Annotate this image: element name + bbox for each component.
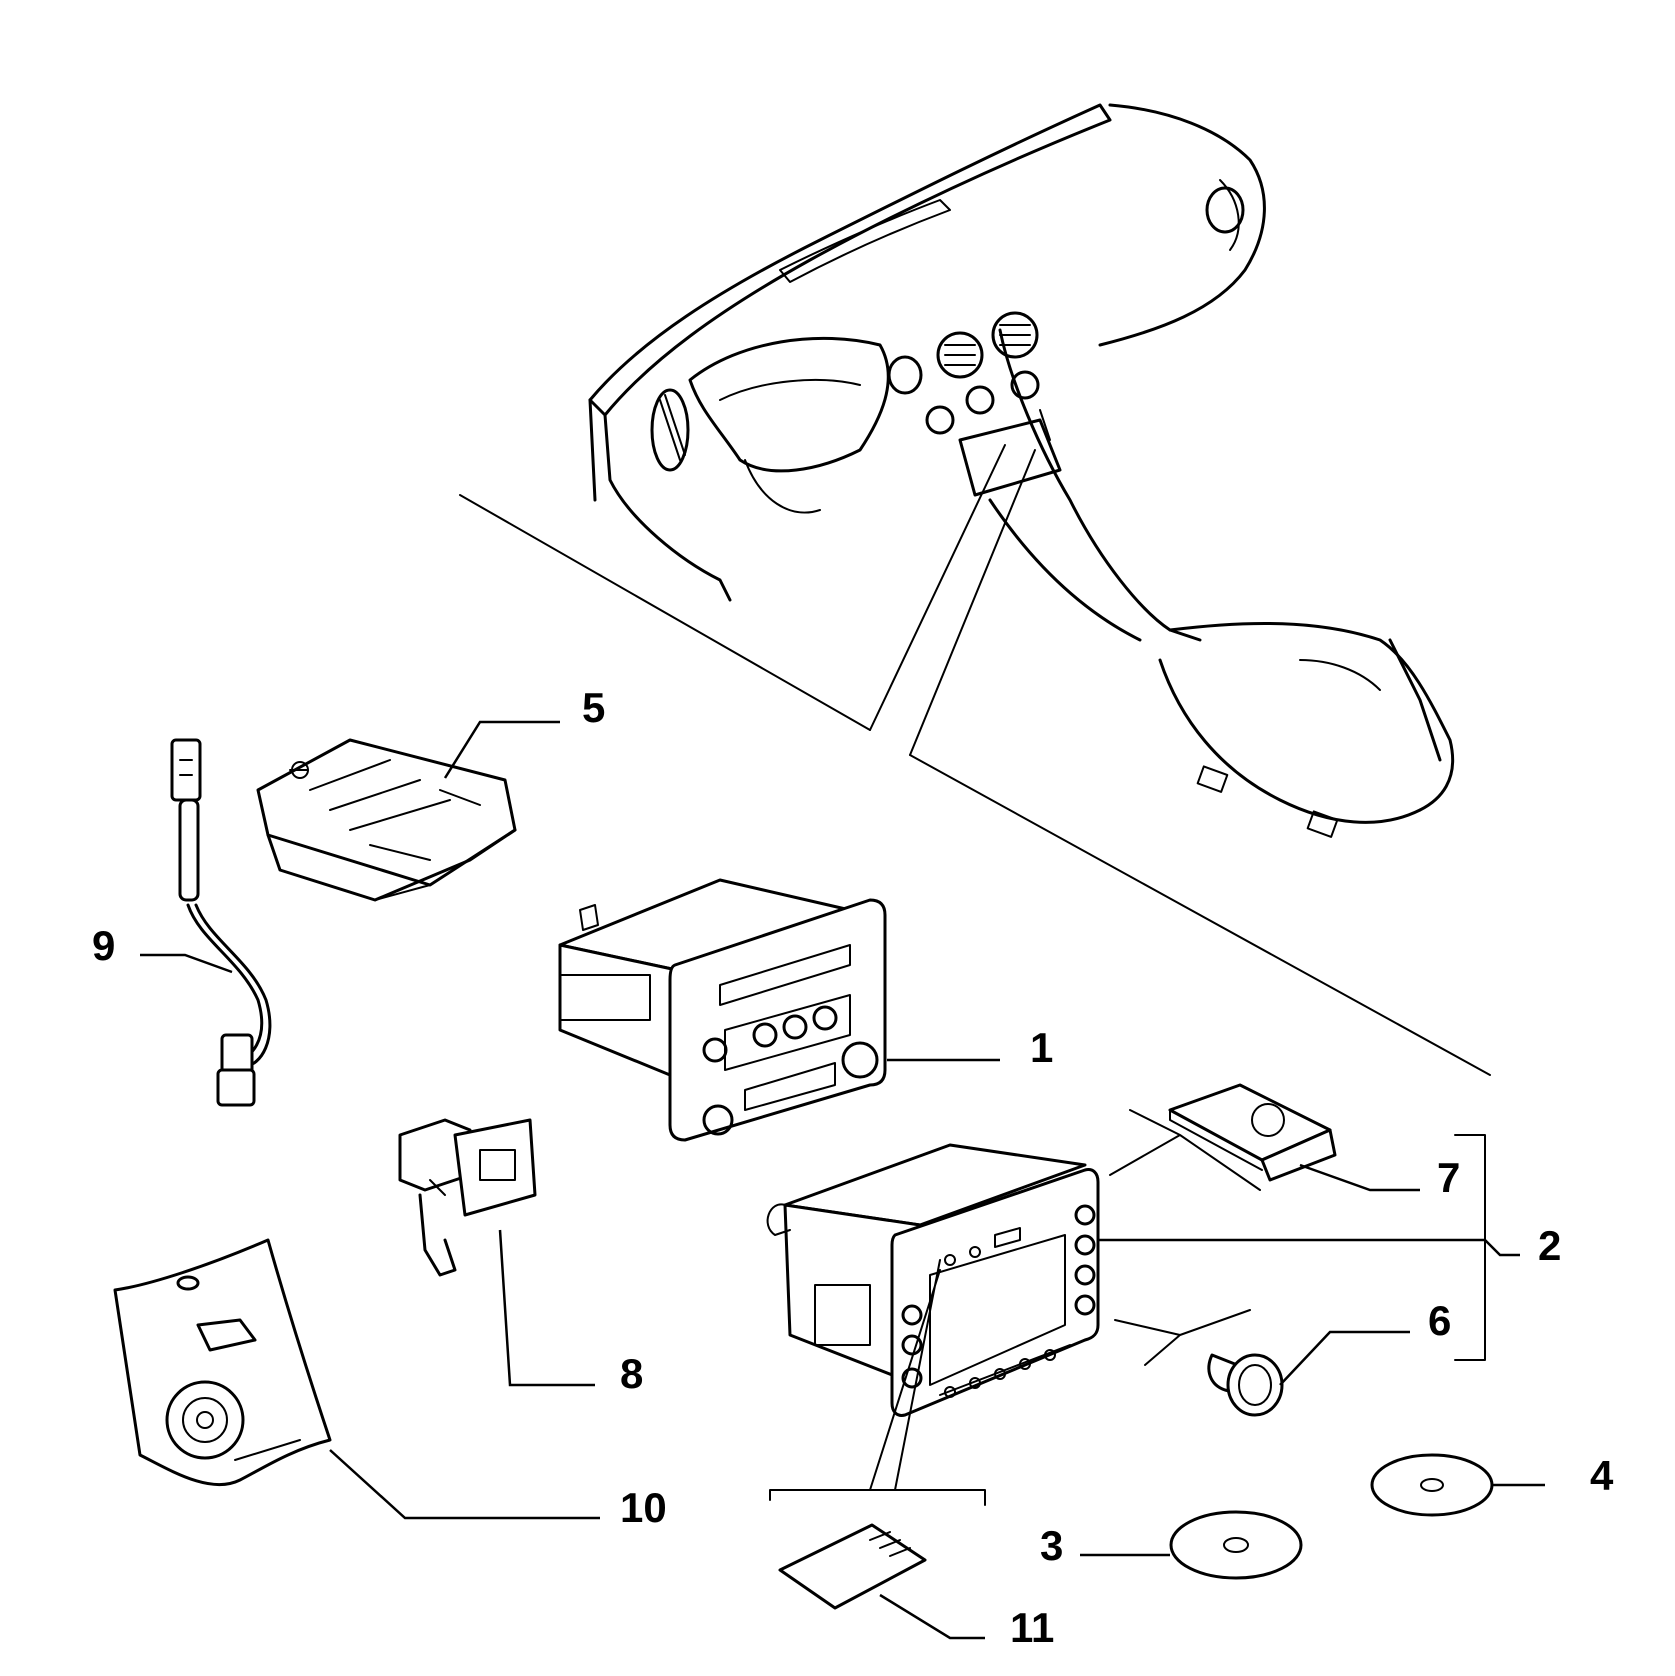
callout-6: 6 [1428,1297,1451,1344]
callout-8: 8 [620,1350,643,1397]
callout-5: 5 [582,684,605,731]
knob-part [1207,1353,1284,1417]
dashboard-illustration [588,103,1455,838]
disc-part [1169,1510,1303,1580]
software-pouch-part [113,1238,332,1487]
usb-socket-part [398,1118,537,1277]
card-reader-part [1168,1083,1337,1182]
callout-7: 7 [1437,1154,1460,1201]
callout-9: 9 [92,922,115,969]
sd-card-part [778,1523,927,1610]
callout-labels: 5 9 1 7 2 6 8 4 10 3 11 [92,684,1614,1651]
callout-1: 1 [1030,1024,1053,1071]
section-divider-lines [459,444,1491,1076]
callout-3: 3 [1040,1522,1063,1569]
usb-cable-part [170,738,272,1107]
detail-brackets [769,1109,1486,1506]
callout-2: 2 [1538,1222,1561,1269]
navigation-module-part [256,738,517,902]
navigation-head-unit-part [766,1143,1100,1417]
radio-head-unit-part [558,878,887,1142]
leader-lines [140,720,1545,1640]
large-disc-part [1370,1453,1494,1517]
callout-10: 10 [620,1484,667,1531]
callout-4: 4 [1590,1452,1614,1499]
callout-11: 11 [1010,1604,1054,1651]
